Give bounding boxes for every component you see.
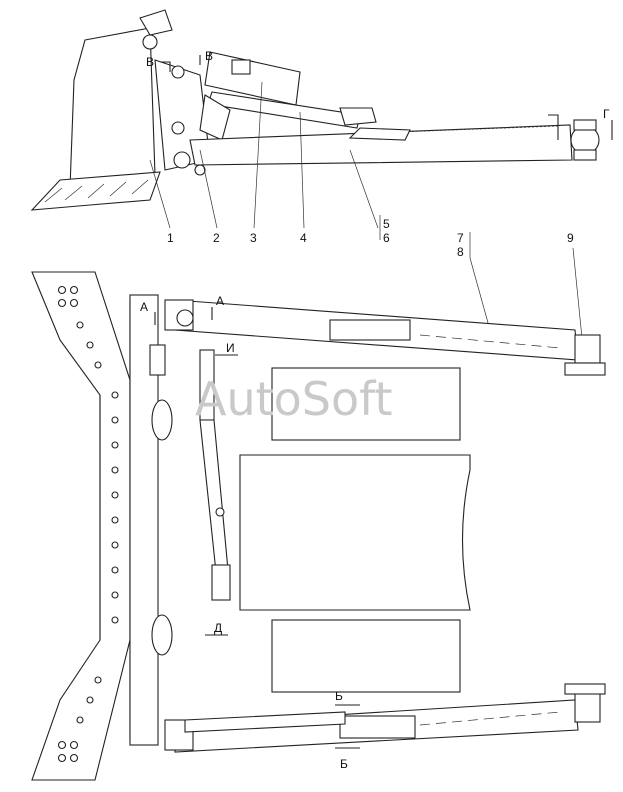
- tractor-outline-bottom: [271, 619, 461, 693]
- callout-3: 3: [250, 231, 257, 245]
- blade-top-edge: [139, 9, 173, 36]
- callout-1: 1: [167, 231, 174, 245]
- callout-8: 8: [457, 245, 464, 259]
- callout-7: 7: [457, 231, 464, 245]
- tractor-outline-top: [271, 367, 461, 441]
- plan-view: [31, 271, 606, 781]
- section-label-a-left: А: [140, 300, 148, 314]
- cylinder-bracket: [149, 344, 166, 376]
- teeth: [44, 179, 149, 203]
- leader-1: [149, 159, 171, 229]
- trunnion-lower: [574, 689, 601, 723]
- arm-lower-centerline: [419, 711, 561, 726]
- leader-3: [253, 81, 263, 229]
- trunnion-upper: [574, 334, 601, 364]
- trunnion-lower-cap: [564, 683, 606, 695]
- section-label-g: Г: [603, 107, 610, 121]
- vertical-cylinder-pin: [215, 507, 225, 517]
- callout-5: 5: [383, 217, 390, 231]
- section-label-i: И: [226, 341, 235, 355]
- brace-joint-lower: [151, 614, 173, 656]
- section-label-a-right: А: [216, 294, 224, 308]
- section-g-left: [548, 114, 559, 140]
- vertical-cylinder-rod: [211, 564, 231, 601]
- brace-joint-upper: [151, 399, 173, 441]
- arm-upper-pin: [176, 309, 194, 327]
- leader-4: [299, 111, 305, 229]
- section-label-b-upper: В: [146, 55, 154, 69]
- blade-hinge: [142, 34, 158, 50]
- section-label-be-upper: Б: [335, 689, 343, 703]
- callout-4: 4: [300, 231, 307, 245]
- vertical-cylinder: [199, 419, 229, 573]
- beam-bracket: [348, 127, 411, 141]
- ball-joint-cap: [573, 119, 597, 131]
- trunnion-upper-base: [564, 362, 606, 376]
- tilt-brace: [184, 711, 346, 733]
- section-label-d: Д: [214, 621, 222, 635]
- leader-2: [199, 149, 218, 229]
- frame-pin-lower: [173, 151, 191, 169]
- tractor-outline-middle: [239, 454, 471, 611]
- beam-rack: [399, 125, 561, 133]
- blade-side: [69, 27, 156, 191]
- leader-7-8: [469, 257, 491, 331]
- leader-5-6: [349, 149, 379, 229]
- bolt-holes: [57, 285, 119, 763]
- frame-pin-upper: [171, 65, 185, 79]
- section-label-be-lower: Б: [340, 757, 348, 771]
- section-b-left: [160, 61, 171, 72]
- callout-6: 6: [383, 231, 390, 245]
- watermark: AutoSoft: [195, 372, 393, 426]
- block-cap: [231, 59, 251, 75]
- frame-pin-mid: [171, 121, 185, 135]
- callout-9: 9: [567, 231, 574, 245]
- side-view: [30, 9, 613, 240]
- callout-2: 2: [213, 231, 220, 245]
- blade-plan: [31, 271, 131, 781]
- ball-joint-base: [573, 149, 597, 161]
- leader-9: [572, 247, 583, 339]
- arm-lower-adjuster: [339, 715, 416, 739]
- cylinder-mount: [339, 107, 377, 126]
- arm-upper-adjuster: [329, 319, 411, 341]
- push-beam-side: [189, 124, 573, 166]
- arm-upper-centerline: [419, 334, 561, 349]
- section-label-b-lower: В: [205, 49, 213, 63]
